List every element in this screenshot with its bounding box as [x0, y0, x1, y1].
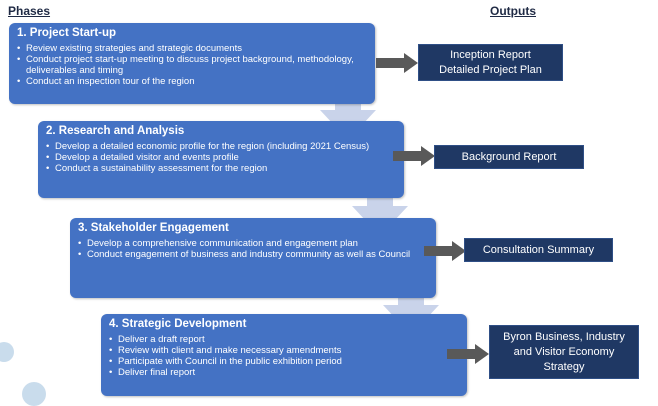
phase-3-bullets: Develop a comprehensive communication an… — [78, 238, 428, 260]
decorative-circle — [22, 382, 46, 406]
bullet: Develop a detailed visitor and events pr… — [46, 152, 396, 163]
output-2-box: Background Report — [434, 145, 584, 169]
bullet: Deliver final report — [109, 367, 459, 378]
outputs-header: Outputs — [490, 4, 536, 18]
right-arrow-4 — [447, 344, 489, 364]
phase-1-bullets: Review existing strategies and strategic… — [17, 43, 367, 87]
bullet: Conduct engagement of business and indus… — [78, 249, 428, 260]
phase-1-title: 1. Project Start-up — [17, 27, 117, 39]
phase-2-bullets: Develop a detailed economic profile for … — [46, 141, 396, 174]
bullet: Conduct an inspection tour of the region — [17, 76, 367, 87]
output-2-line: Background Report — [461, 150, 557, 163]
output-4-line: and Visitor Economy — [513, 345, 615, 358]
output-4-line: Strategy — [543, 360, 585, 373]
output-1-line: Detailed Project Plan — [439, 63, 542, 76]
right-arrow-1 — [376, 53, 418, 73]
bullet: Review with client and make necessary am… — [109, 345, 459, 356]
output-4-line: Byron Business, Industry — [503, 330, 625, 343]
phase-4-bullets: Deliver a draft report Review with clien… — [109, 334, 459, 378]
output-1-line: Inception Report — [450, 48, 531, 61]
bullet: Develop a detailed economic profile for … — [46, 141, 396, 152]
bullet: Deliver a draft report — [109, 334, 459, 345]
bullet: Participate with Council in the public e… — [109, 356, 459, 367]
phase-2-box: 2. Research and Analysis Develop a detai… — [38, 121, 404, 198]
right-arrow-2 — [393, 146, 435, 166]
output-3-line: Consultation Summary — [482, 243, 595, 256]
output-1-box: Inception Report Detailed Project Plan — [418, 44, 563, 81]
phase-4-box: 4. Strategic Development Deliver a draft… — [101, 314, 467, 396]
phase-3-box: 3. Stakeholder Engagement Develop a comp… — [70, 218, 436, 298]
output-4-box: Byron Business, Industry and Visitor Eco… — [489, 325, 639, 379]
output-3-box: Consultation Summary — [464, 238, 613, 262]
phase-3-title: 3. Stakeholder Engagement — [78, 222, 229, 234]
phase-1-box: 1. Project Start-up Review existing stra… — [9, 23, 375, 104]
right-arrow-3 — [424, 241, 466, 261]
down-arrow-3 — [383, 281, 439, 335]
phases-header: Phases — [8, 4, 51, 18]
decorative-circle — [0, 342, 14, 362]
down-arrow-2 — [352, 182, 408, 236]
bullet: Conduct project start-up meeting to disc… — [17, 54, 367, 76]
bullet: Conduct a sustainability assessment for … — [46, 163, 396, 174]
phase-4-title: 4. Strategic Development — [109, 318, 247, 330]
phase-2-title: 2. Research and Analysis — [46, 125, 185, 137]
down-arrow-1 — [320, 86, 376, 140]
bullet: Review existing strategies and strategic… — [17, 43, 367, 54]
bullet: Develop a comprehensive communication an… — [78, 238, 428, 249]
